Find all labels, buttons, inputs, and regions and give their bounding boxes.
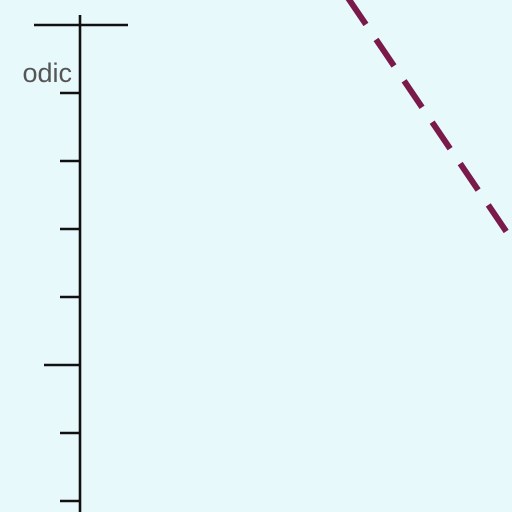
y-tick-label: odic xyxy=(22,58,72,88)
